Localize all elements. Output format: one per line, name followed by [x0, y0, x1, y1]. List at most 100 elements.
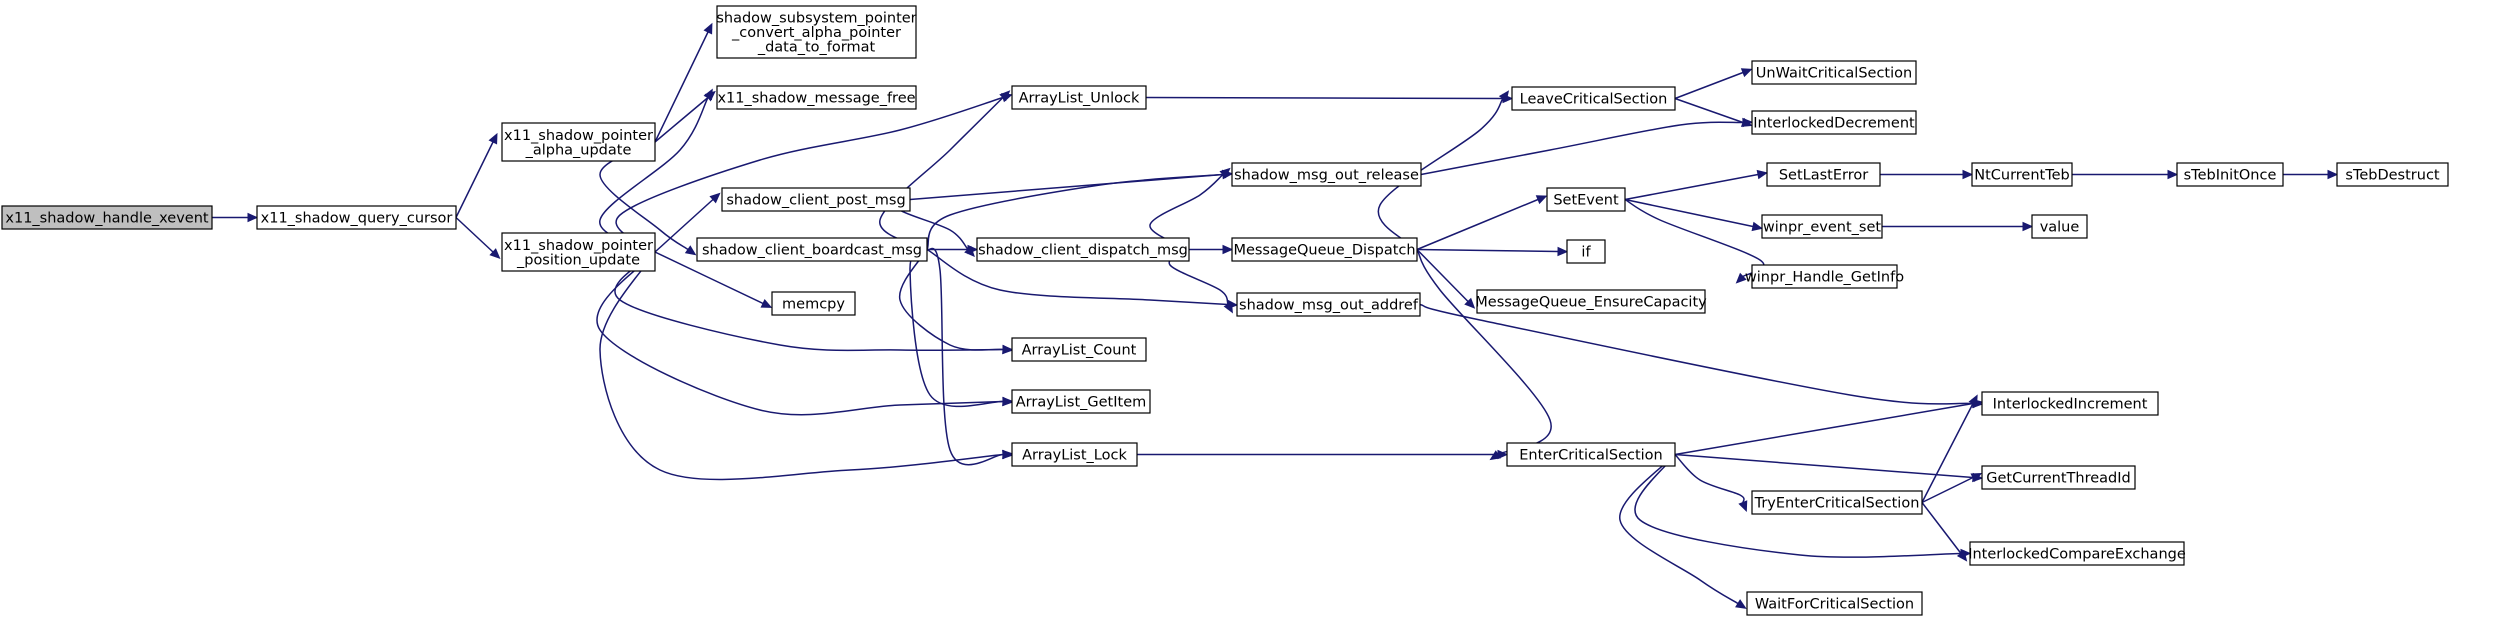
graph-node[interactable]: MessageQueue_Dispatch [1231, 237, 1418, 262]
arrowhead-icon [1222, 244, 1234, 255]
node-box [1981, 391, 2159, 416]
edge-line [455, 216, 494, 253]
edge-line [1674, 71, 1744, 100]
node-label: shadow_subsystem_pointer [716, 11, 916, 27]
node-box [1, 205, 213, 230]
arrowhead-icon [2022, 221, 2034, 232]
edge-line [1416, 249, 1552, 456]
graph-node[interactable]: value [2031, 214, 2088, 239]
graph-edge [1674, 453, 1984, 483]
graph-edge [1189, 244, 1234, 255]
node-label: _convert_alpha_pointer [731, 25, 901, 41]
graph-node[interactable]: TryEnterCriticalSection [1751, 490, 1923, 515]
node-box [1476, 289, 1706, 314]
graph-node[interactable]: UnWaitCriticalSection [1751, 60, 1917, 85]
node-label: winpr_Handle_GetInfo [1745, 270, 1904, 286]
node-label: InterlockedDecrement [1753, 116, 1915, 132]
graph-edge [654, 22, 713, 143]
node-label: winpr_event_set [1763, 220, 1882, 236]
graph-edge [1416, 246, 1569, 257]
graph-node[interactable]: x11_shadow_query_cursor [256, 205, 457, 230]
arrowhead-icon [488, 132, 498, 145]
graph-node[interactable]: sTebDestruct [2336, 162, 2449, 187]
graph-edge [1619, 454, 1747, 609]
node-box [1766, 162, 1881, 187]
edge-line [1674, 402, 1974, 456]
edge-line [1619, 454, 1739, 605]
node-label: shadow_client_post_msg [726, 193, 905, 209]
node-box [1746, 591, 1923, 616]
node-box [1981, 465, 2136, 490]
graph-node[interactable]: x11_shadow_pointer_position_update [501, 232, 656, 272]
node-box [1971, 162, 2073, 187]
node-box [1751, 490, 1923, 515]
edge-line [1416, 248, 1559, 253]
edge-line [615, 96, 1004, 253]
arrowhead-icon [1740, 117, 1753, 127]
graph-node[interactable]: NtCurrentTeb [1971, 162, 2073, 187]
node-label: shadow_client_boardcast_msg [702, 243, 922, 259]
graph-node[interactable]: shadow_client_boardcast_msg [696, 237, 928, 262]
graph-node[interactable]: ArrayList_Count [1011, 337, 1147, 362]
graph-edge [615, 93, 1013, 253]
arrowhead-icon [684, 245, 697, 256]
graph-node[interactable]: shadow_client_post_msg [721, 187, 911, 212]
graph-node[interactable]: winpr_event_set [1761, 214, 1883, 239]
edge-line [1674, 453, 1745, 503]
node-box [1761, 214, 1883, 239]
graph-node[interactable]: InterlockedDecrement [1751, 110, 1917, 135]
graph-edge [879, 90, 1011, 251]
arrowhead-icon [1557, 246, 1569, 257]
graph-node[interactable]: InterlockedIncrement [1981, 391, 2159, 416]
node-box [2031, 214, 2088, 239]
node-box [1506, 442, 1676, 467]
graph-edge [1416, 248, 1476, 309]
arrowhead-icon [1740, 68, 1753, 78]
node-label: LeaveCriticalSection [1520, 92, 1668, 108]
graph-node[interactable]: InterlockedCompareExchange [1968, 541, 2186, 566]
graph-node[interactable]: GetCurrentThreadId [1981, 465, 2136, 490]
graph-node[interactable]: LeaveCriticalSection [1511, 86, 1676, 111]
graph-node[interactable]: EnterCriticalSection [1506, 442, 1676, 467]
graph-node[interactable]: shadow_msg_out_addref [1236, 292, 1421, 317]
arrowhead-icon [1735, 272, 1747, 284]
graph-node[interactable]: if [1566, 239, 1606, 264]
graph-node[interactable]: shadow_msg_out_release [1231, 162, 1422, 187]
node-label: ArrayList_Unlock [1019, 91, 1140, 107]
graph-node[interactable]: SetEvent [1546, 187, 1626, 212]
graph-node[interactable]: shadow_client_dispatch_msg [976, 237, 1190, 262]
node-box [1751, 110, 1917, 135]
graph-node[interactable]: ArrayList_Unlock [1011, 85, 1147, 110]
graph-node[interactable]: x11_shadow_handle_xevent [1, 205, 213, 230]
node-label: memcpy [782, 297, 845, 313]
graph-edge [1921, 472, 1983, 504]
graph-edge [455, 216, 501, 259]
graph-edge [1674, 453, 1748, 512]
graph-edge [1416, 249, 1552, 461]
graph-edge [1674, 68, 1753, 100]
graph-node[interactable]: x11_shadow_pointer_alpha_update [501, 122, 656, 162]
graph-node[interactable]: SetLastError [1766, 162, 1881, 187]
graph-edge [899, 249, 1014, 355]
graph-node[interactable]: ArrayList_Lock [1011, 442, 1138, 467]
graph-node[interactable]: WaitForCriticalSection [1746, 591, 1923, 616]
arrowhead-icon [1756, 169, 1769, 180]
graph-node[interactable]: winpr_Handle_GetInfo [1745, 264, 1904, 289]
graph-node[interactable]: x11_shadow_message_free [716, 85, 917, 110]
graph-node[interactable]: ArrayList_GetItem [1011, 389, 1151, 414]
node-label: SetLastError [1779, 168, 1868, 184]
graph-node[interactable]: memcpy [771, 291, 856, 316]
graph-node[interactable]: MessageQueue_EnsureCapacity [1475, 289, 1707, 314]
arrowhead-icon [1735, 599, 1747, 609]
edge-line [599, 97, 709, 253]
graph-edge [596, 251, 1014, 416]
graph-edge [2283, 169, 2339, 180]
graph-node[interactable]: sTebInitOnce [2176, 162, 2284, 187]
graph-node[interactable]: shadow_subsystem_pointer_convert_alpha_p… [716, 5, 917, 59]
graph-edge [1674, 97, 1753, 127]
graph-edge [1420, 117, 1754, 176]
edge-line [1624, 173, 1759, 201]
node-label: x11_shadow_query_cursor [261, 211, 453, 227]
node-label: _alpha_update [525, 142, 632, 158]
node-box [1546, 187, 1626, 212]
